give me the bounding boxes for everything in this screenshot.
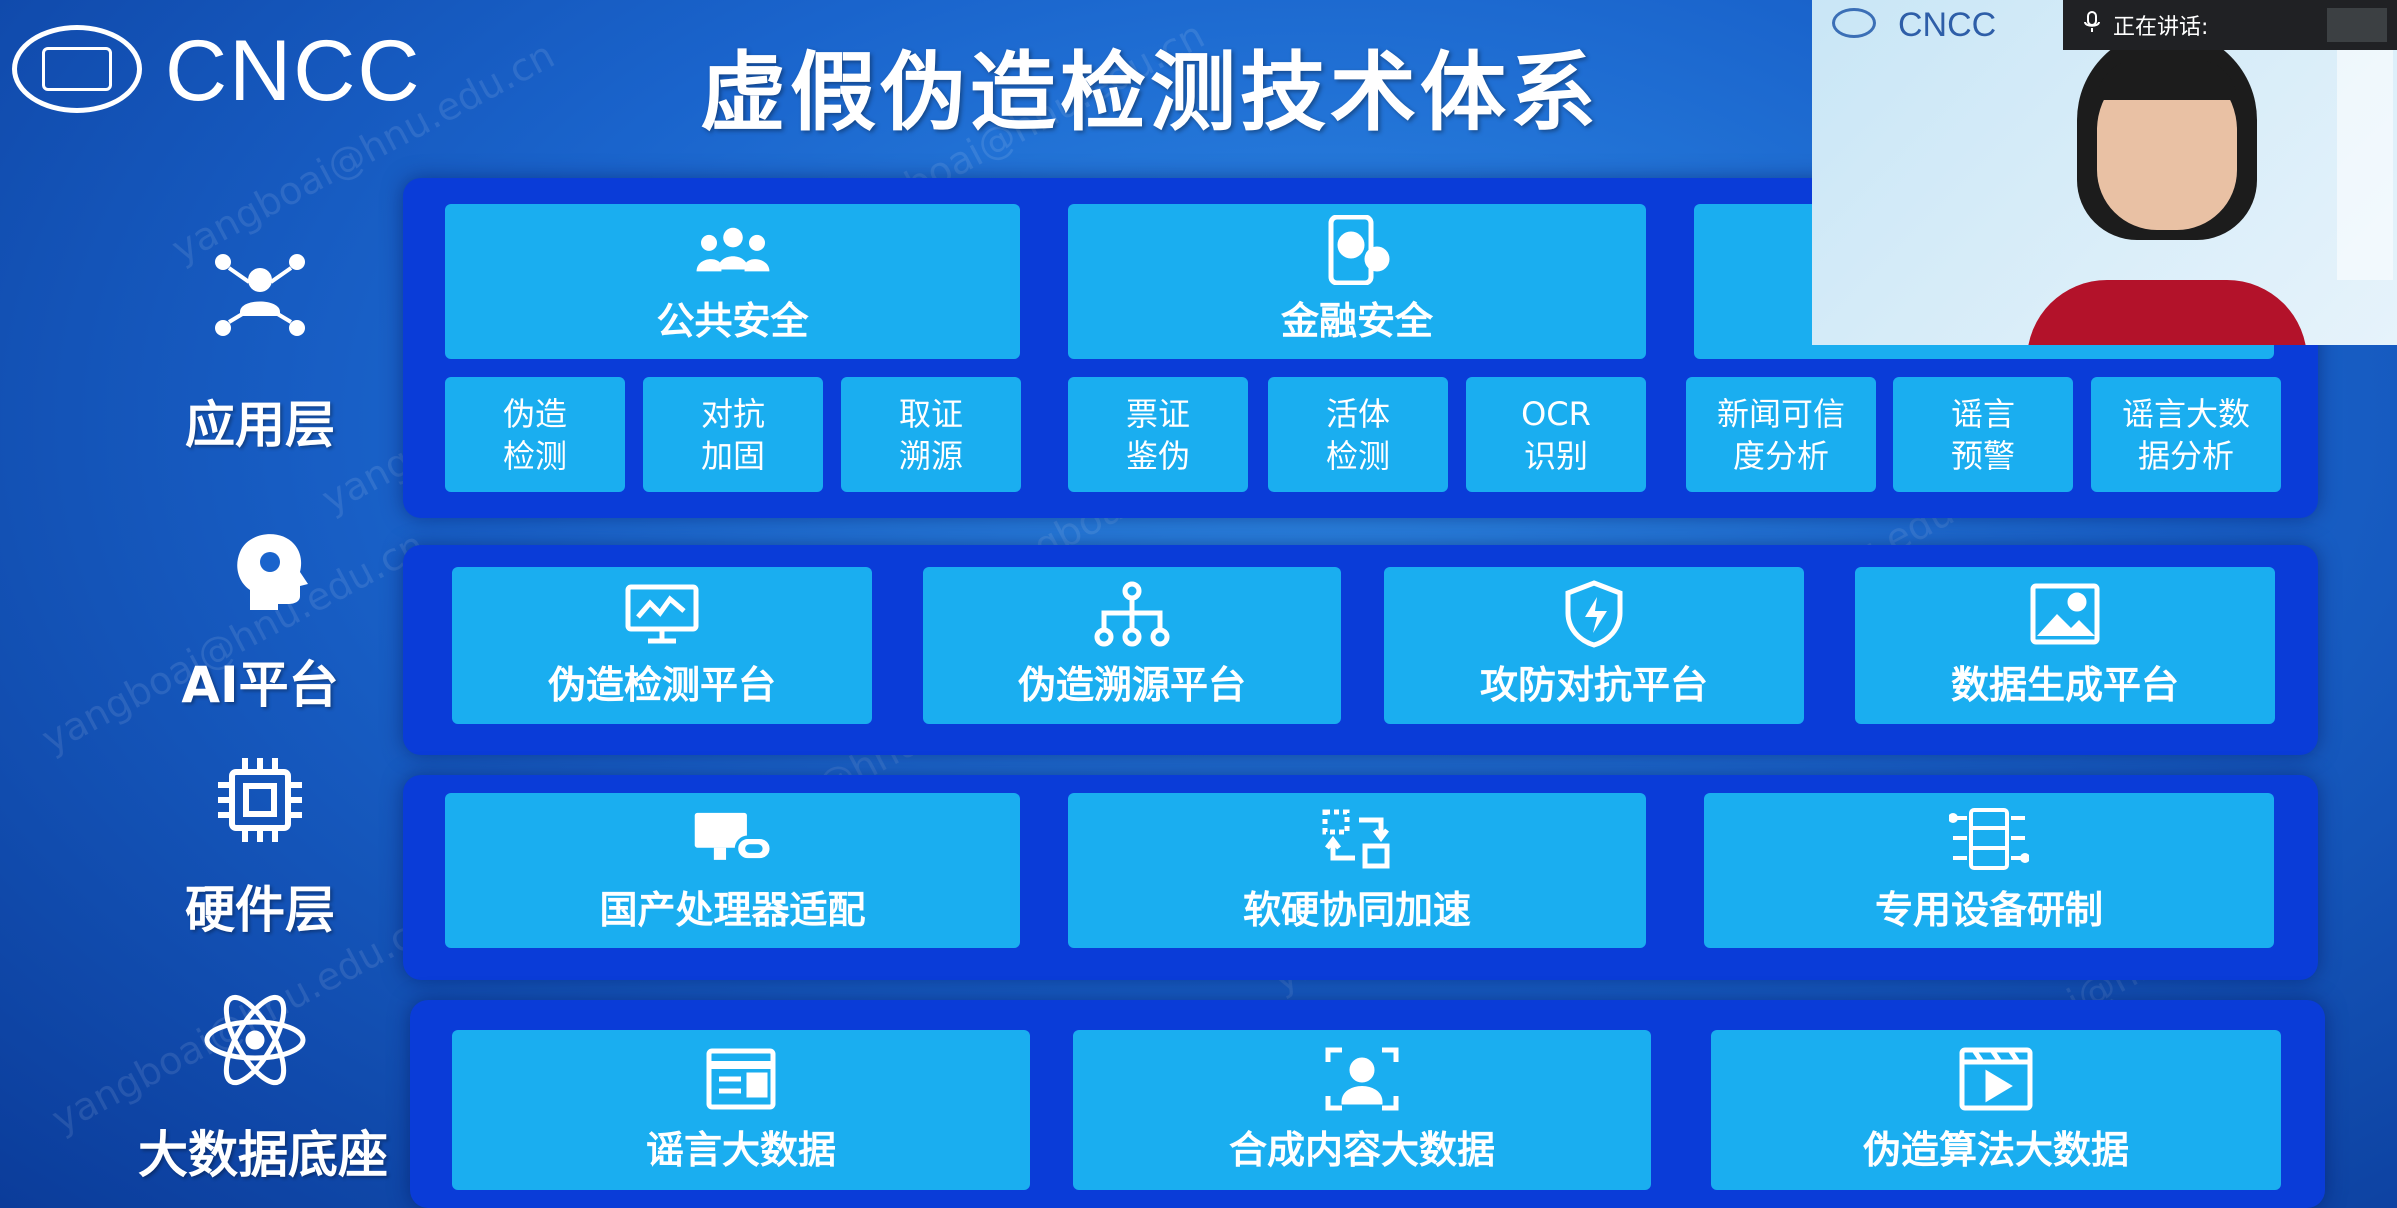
document-icon: [701, 1047, 781, 1111]
hw-sw-acceleration-card: 软硬协同加速: [1068, 793, 1646, 948]
ccf-logo: [12, 25, 142, 113]
atom-icon: [200, 985, 310, 1095]
image-icon: [2025, 582, 2105, 646]
sub-item-rumor-bigdata-analysis: 谣言大数据分析: [2091, 377, 2281, 492]
network-users-icon: [205, 240, 315, 350]
forgery-detection-platform-card: 伪造检测平台: [452, 567, 872, 724]
card-label: 国产处理器适配: [599, 888, 866, 932]
rumor-bigdata-card: 谣言大数据: [452, 1030, 1030, 1190]
speaking-indicator: 正在讲话:: [2063, 0, 2397, 50]
card-label: 伪造检测平台: [547, 663, 776, 707]
sponsor-panel: [2337, 50, 2393, 280]
sub-item-forgery-detection: 伪造检测: [445, 377, 625, 492]
hierarchy-tree-icon: [1092, 581, 1172, 647]
sub-item-ticket-verification: 票证鉴伪: [1068, 377, 1248, 492]
public-security-card: 公共安全: [445, 204, 1020, 359]
shield-bolt-icon: [1554, 580, 1634, 648]
video-icon: [1956, 1047, 2036, 1111]
desktop-processor-icon: [693, 807, 773, 871]
monitor-chart-icon: [622, 582, 702, 646]
sub-item-forensic-tracing: 取证溯源: [841, 377, 1021, 492]
card-label: 伪造算法大数据: [1862, 1127, 2129, 1172]
layer-label-ai-platform: AI平台: [181, 656, 339, 714]
synthetic-content-bigdata-card: 合成内容大数据: [1073, 1030, 1651, 1190]
server-rack-icon: [1949, 807, 2029, 871]
people-group-icon: [693, 218, 773, 282]
forgery-tracing-platform-card: 伪造溯源平台: [923, 567, 1341, 724]
chip-icon: [205, 745, 315, 855]
group-label: 金融安全: [1280, 299, 1433, 343]
card-label: 伪造溯源平台: [1017, 663, 1246, 707]
video-brand: CNCC: [1898, 6, 1997, 44]
card-label: 合成内容大数据: [1228, 1127, 1495, 1172]
card-label: 软硬协同加速: [1242, 888, 1471, 932]
attack-defense-platform-card: 攻防对抗平台: [1384, 567, 1804, 724]
financial-security-card: 金融安全: [1068, 204, 1646, 359]
card-label: 攻防对抗平台: [1479, 663, 1708, 707]
ai-head-icon: [215, 515, 325, 625]
speaker-bangs: [2097, 60, 2237, 100]
sub-item-news-credibility: 新闻可信度分析: [1686, 377, 1876, 492]
domestic-processor-card: 国产处理器适配: [445, 793, 1020, 948]
forgery-algorithm-bigdata-card: 伪造算法大数据: [1711, 1030, 2281, 1190]
speaking-label: 正在讲话:: [2113, 15, 2209, 40]
video-feed[interactable]: CNCC: [1812, 0, 2397, 345]
sub-item-adversarial-hardening: 对抗加固: [643, 377, 823, 492]
face-scan-icon: [1322, 1047, 1402, 1111]
layer-label-application: 应用层: [185, 396, 335, 454]
sync-arrows-icon: [1317, 807, 1397, 871]
speaker-thumbnail[interactable]: [2327, 8, 2387, 42]
card-label: 谣言大数据: [645, 1127, 836, 1172]
microphone-icon: [2083, 10, 2101, 40]
sub-item-rumor-warning: 谣言预警: [1893, 377, 2073, 492]
sub-item-liveness-detection: 活体检测: [1268, 377, 1448, 492]
speaker-sweater: [2027, 280, 2307, 345]
page-title: 虚假伪造检测技术体系: [700, 43, 1600, 143]
ccf-logo: [1832, 8, 1876, 38]
mobile-payment-icon: [1317, 215, 1397, 285]
group-label: 公共安全: [656, 299, 809, 343]
card-label: 专用设备研制: [1874, 888, 2103, 932]
layer-label-bigdata: 大数据底座: [138, 1126, 388, 1184]
data-generation-platform-card: 数据生成平台: [1855, 567, 2275, 724]
card-label: 数据生成平台: [1950, 663, 2179, 707]
dedicated-device-card: 专用设备研制: [1704, 793, 2274, 948]
brand-logo: CNCC: [165, 23, 422, 119]
layer-label-hardware: 硬件层: [185, 881, 335, 939]
